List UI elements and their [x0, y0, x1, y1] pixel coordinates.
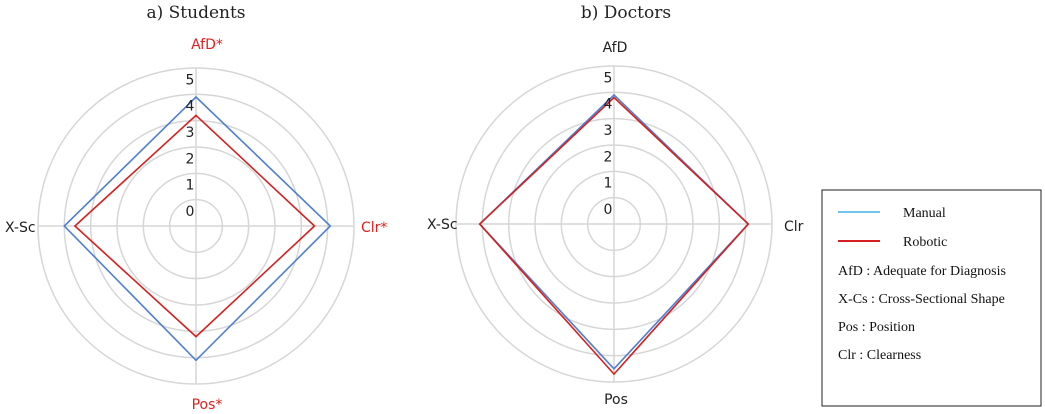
r-tick-label: 3	[604, 123, 613, 139]
r-tick-label: 1	[186, 178, 195, 194]
chart-title-students: a) Students	[146, 3, 245, 23]
legend-label-manual: Manual	[903, 206, 946, 221]
r-tick-label: 4	[186, 99, 195, 115]
axis-label-clr: Clr*	[361, 220, 387, 236]
r-ticks-students: 0 1 2 3 4 5	[186, 72, 195, 220]
r-ticks-doctors: 0 1 2 3 4 5	[604, 70, 613, 218]
legend-note-afd: AfD : Adequate for Diagnosis	[838, 264, 1006, 279]
legend: Manual Robotic AfD : Adequate for Diagno…	[821, 189, 1042, 407]
r-tick-label: 2	[604, 149, 613, 165]
legend-note-clr: Clr : Clearness	[838, 348, 921, 363]
r-tick-label: 0	[604, 202, 613, 218]
axis-label-pos: Pos*	[192, 397, 223, 413]
r-tick-label: 5	[604, 70, 613, 86]
legend-box	[821, 189, 1042, 407]
spokes-doctors	[456, 66, 772, 382]
series-doctors	[478, 93, 750, 376]
legend-note-pos: Pos : Position	[838, 320, 915, 335]
axis-label-afd: AfD*	[191, 37, 223, 53]
r-tick-label: 5	[186, 72, 195, 88]
series-manual-students	[63, 95, 332, 362]
radar-chart-students: a) Students 0 1 2 3 4 5 AfD* Clr* Pos* X-Sc	[5, 3, 387, 413]
axis-label-pos: Pos	[604, 392, 628, 408]
axis-label-afd: AfD	[603, 40, 628, 56]
series-robotic-students	[73, 114, 316, 338]
r-tick-label: 1	[604, 176, 613, 192]
r-tick-label: 2	[186, 151, 195, 167]
axis-label-clr: Clr	[784, 219, 804, 235]
series-robotic-doctors	[478, 96, 750, 376]
legend-label-robotic: Robotic	[903, 235, 947, 250]
r-tick-label: 0	[186, 204, 195, 220]
legend-note-xcs: X-Cs : Cross-Sectional Shape	[838, 292, 1005, 307]
axis-label-xsc: X-Sc	[427, 217, 458, 233]
r-tick-label: 3	[186, 125, 195, 141]
series-students	[63, 95, 332, 362]
chart-title-doctors: b) Doctors	[581, 3, 671, 23]
axis-label-xsc: X-Sc	[5, 220, 36, 236]
r-tick-label: 4	[604, 97, 613, 113]
radar-chart-doctors: b) Doctors 0 1 2 3 4 5 AfD Clr Pos X-Sc	[427, 3, 804, 408]
